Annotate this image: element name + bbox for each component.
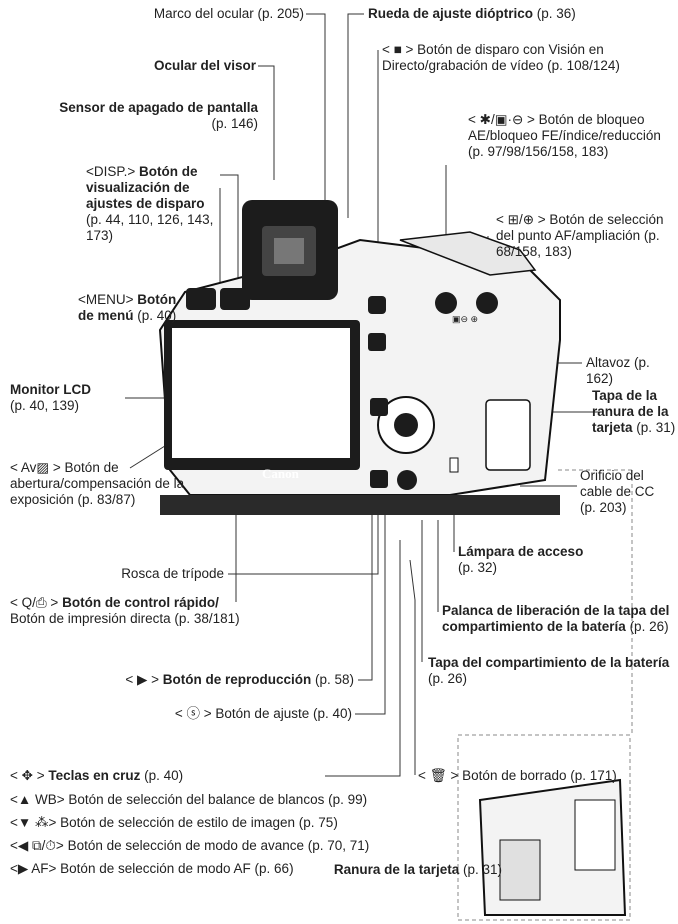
label-ae-lock: < ✱/▣·⊖ > Botón de bloqueo AE/bloqueo FE… (468, 112, 661, 159)
label-ajuste: < ⓢ > Botón de ajuste (p. 40) (174, 706, 352, 721)
label-monitor-lcd: Monitor LCD (p. 40, 139) (10, 382, 91, 413)
label-af-mode: <▶ AF> Botón de selección de modo AF (p.… (10, 861, 294, 876)
card-slot-illustration (457, 734, 631, 921)
label-orificio-cc: Orificio del cable de CC (p. 203) (580, 468, 655, 515)
label-rosca: Rosca de trípode (121, 566, 224, 581)
label-estilo: <▼ ⁂> Botón de selección de estilo de im… (10, 815, 338, 830)
label-marco-ocular: Marco del ocular (p. 205) (153, 6, 304, 21)
label-reproduccion: < ▶ > Botón de reproducción (p. 58) (125, 672, 354, 687)
label-live-view: < ■ > Botón de disparo con Visión en Dir… (382, 42, 620, 73)
label-borrado: < 🗑 > Botón de borrado (p. 171) (418, 768, 617, 783)
label-disp: <DISP.> Botón de visualización de ajuste… (86, 164, 214, 243)
label-avance: <◀ ⧉/⏱> Botón de selección de modo de av… (10, 838, 370, 853)
label-lampara: Lámpara de acceso (p. 32) (458, 544, 584, 575)
ae-marks: ▣⊖ ⊕ (452, 314, 478, 324)
camera-brand: Canon (262, 466, 300, 481)
label-ocular-visor: Ocular del visor (153, 58, 256, 73)
label-av: < Av▨ > Botón de abertura/compensación d… (10, 460, 185, 507)
label-palanca: Palanca de liberación de la tapa del com… (442, 603, 670, 634)
label-q-button: < Q/⎙ > Botón de control rápido/ Botón d… (10, 595, 240, 626)
label-rueda-dioptrica: Rueda de ajuste dióptrico (p. 36) (368, 6, 576, 21)
label-altavoz: Altavoz (p. 162) (586, 355, 650, 386)
camera-icon: ■ (393, 42, 402, 57)
label-ranura: Ranura de la tarjeta (p. 31) (333, 862, 502, 877)
label-sensor-apagado: Sensor de apagado de pantalla (p. 146) (59, 100, 258, 131)
label-menu: <MENU> Botón de menú (p. 40) (78, 292, 177, 323)
label-tapa-ranura: Tapa de la ranura de la tarjeta (p. 31) (592, 388, 676, 435)
label-teclas-cruz: < ✥ > Teclas en cruz (p. 40) (10, 768, 184, 783)
label-af-point: < ⊞/⊕ > Botón de selección del punto AF/… (496, 212, 664, 259)
camera-illustration (158, 200, 561, 515)
label-tapa-bateria: Tapa del compartimiento de la batería (p… (428, 655, 670, 686)
label-wb: <▲ WB> Botón de selección del balance de… (10, 792, 368, 807)
